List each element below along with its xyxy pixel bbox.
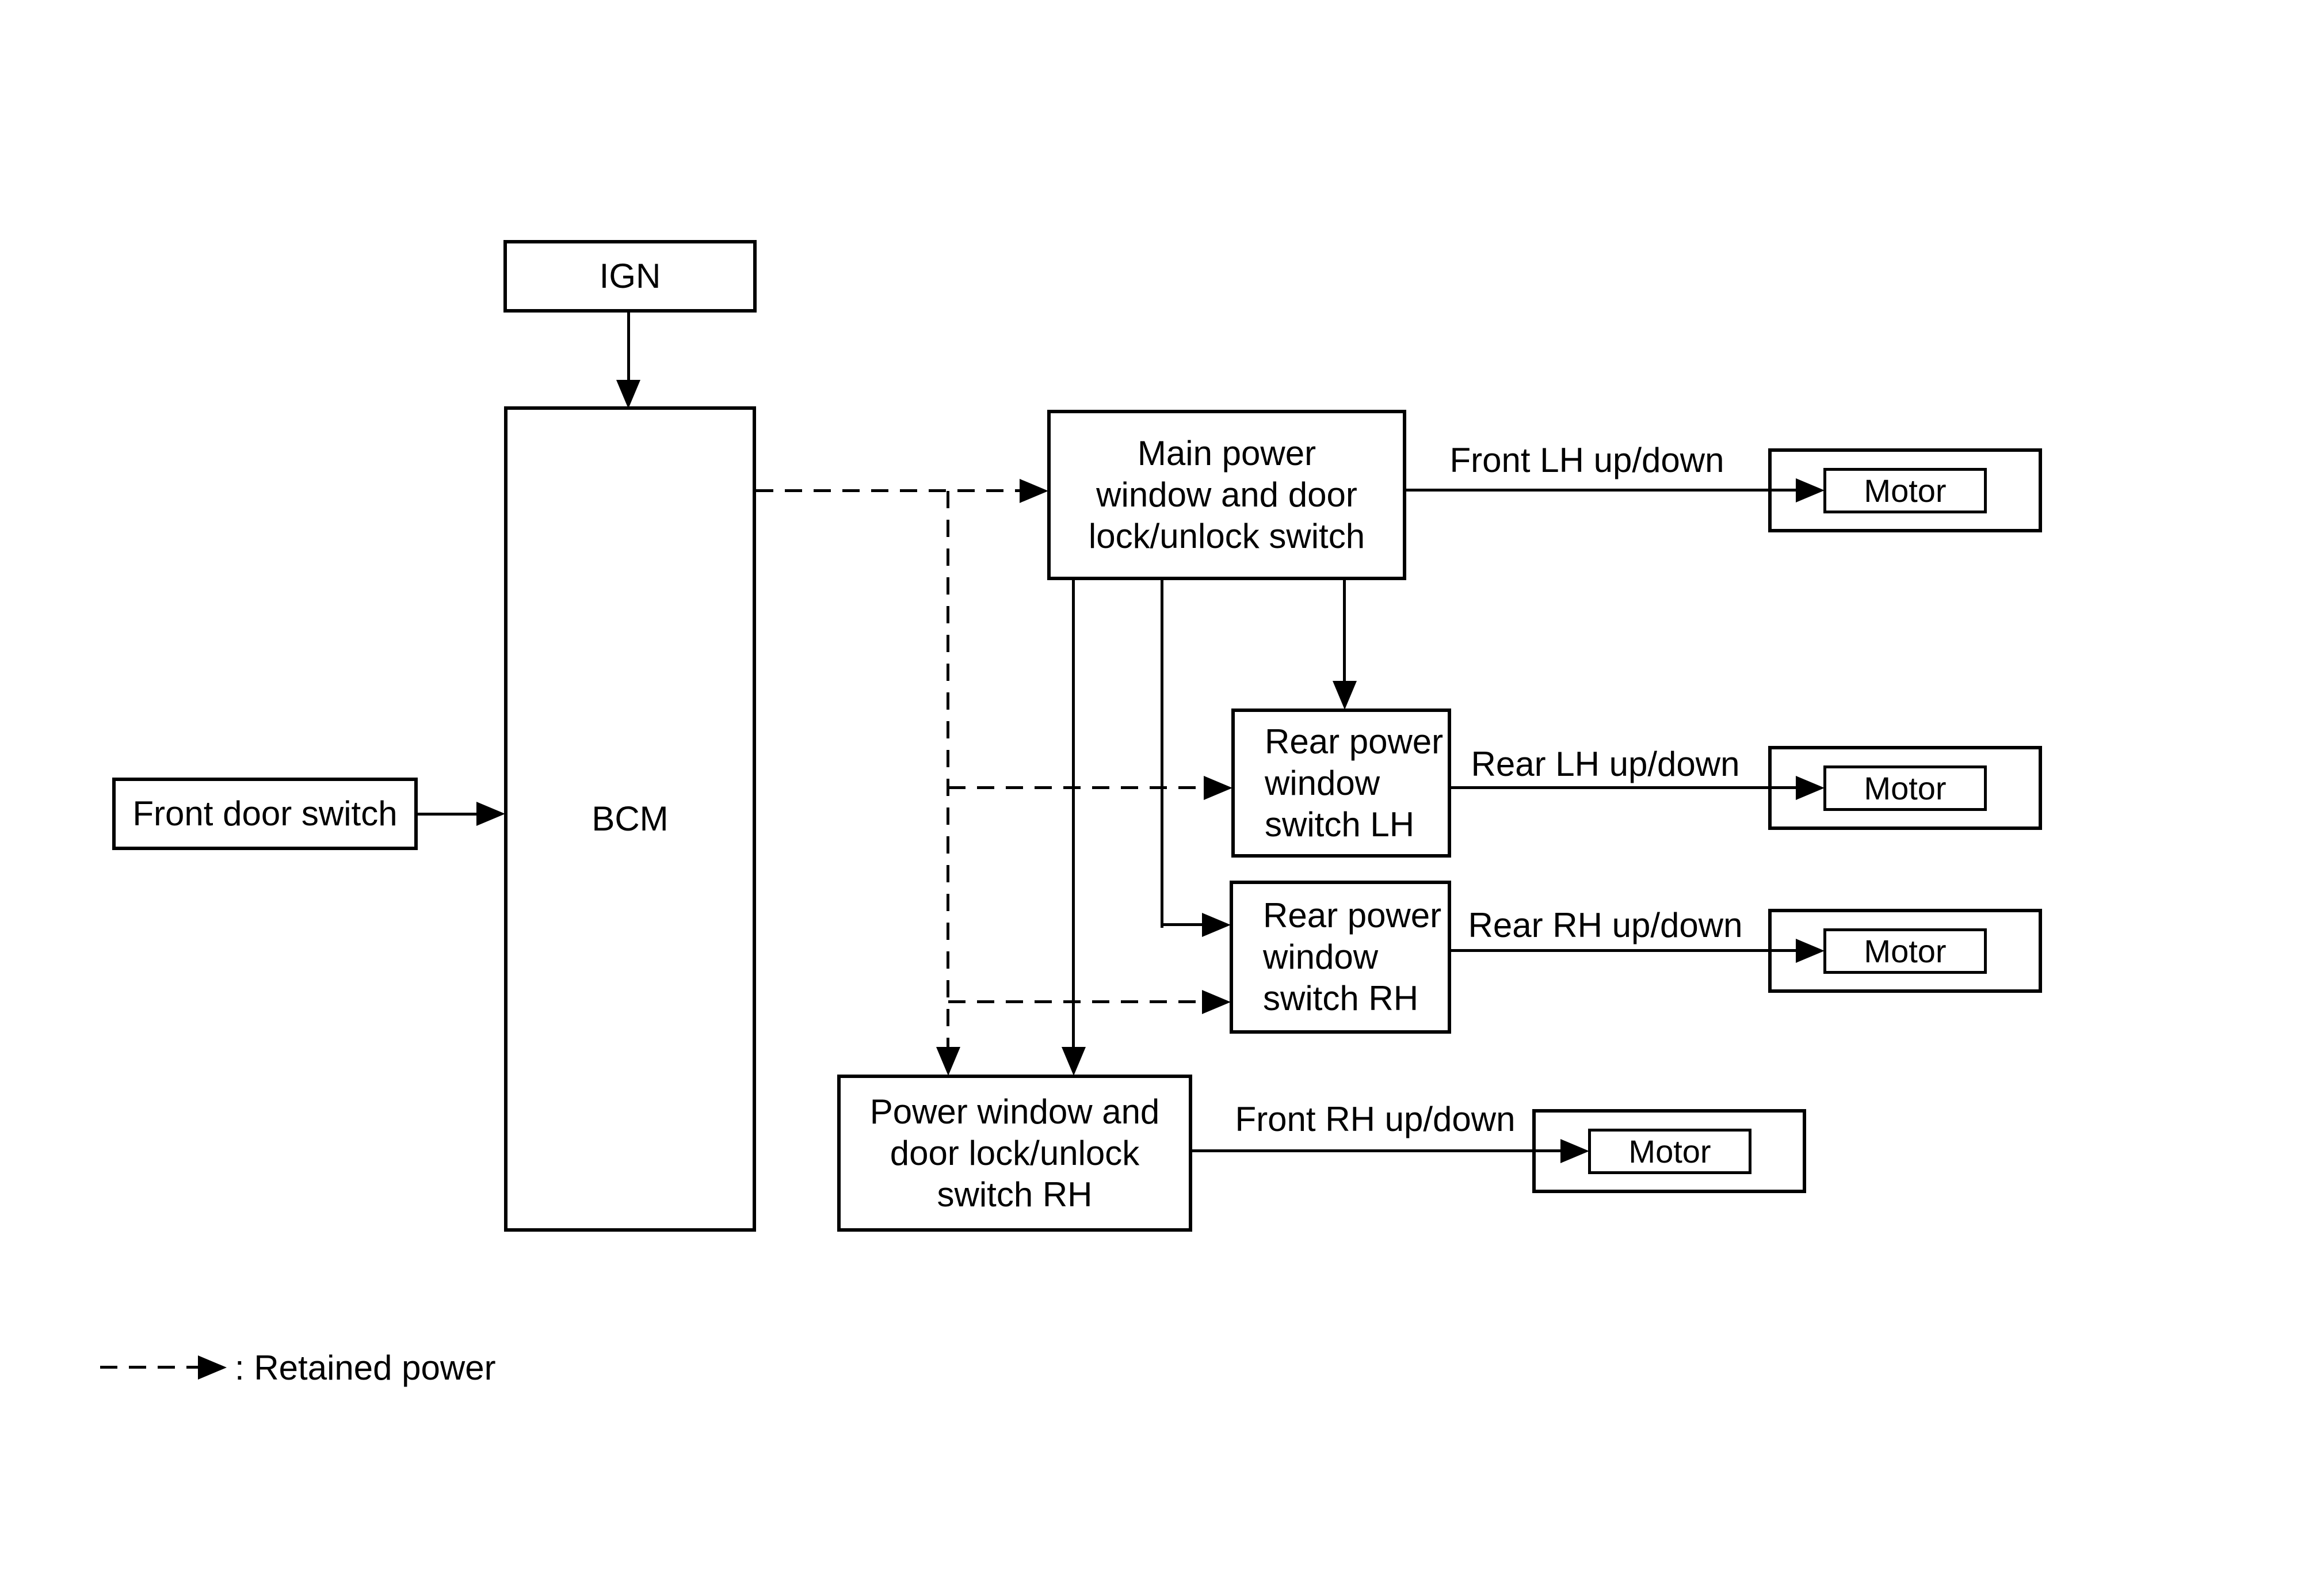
node-rear-switch-rh: Rear power window switch RH (1230, 881, 1451, 1034)
motor-front-rh: Motor (1588, 1129, 1751, 1174)
node-front-door-switch-label: Front door switch (132, 794, 398, 833)
edge-main-to-rear-rh-vertical (1161, 580, 1163, 928)
motor-rear-rh: Motor (1823, 928, 1987, 974)
node-pw-switch-rh: Power window and door lock/unlock switch… (837, 1075, 1192, 1232)
motor-rear-rh-label: Motor (1864, 932, 1947, 969)
motor-front-lh: Motor (1823, 468, 1987, 513)
legend-arrowhead-icon (198, 1355, 227, 1380)
edge-front-door-to-bcm-arrowhead-icon (476, 802, 505, 826)
edge-main-to-motor-front-lh (1406, 489, 1796, 492)
node-pw-switch-rh-label: Power window and door lock/unlock switch… (869, 1092, 1160, 1214)
motor-front-rh-label: Motor (1628, 1133, 1711, 1170)
node-bcm-label: BCM (592, 799, 669, 838)
edge-retained-to-rear-lh-arrowhead-icon (1204, 776, 1232, 800)
edge-pw-rh-to-motor-arrowhead-icon (1560, 1139, 1589, 1163)
edge-retained-trunk-dashed (947, 491, 949, 1047)
edge-rear-rh-to-motor (1449, 949, 1796, 952)
edge-bcm-to-main-arrowhead-icon (1020, 479, 1048, 503)
edge-main-to-rear-rh-arrowhead-icon (1202, 913, 1231, 937)
edge-label-front-rh: Front RH up/down (1235, 1100, 1516, 1138)
edge-label-rear-rh: Rear RH up/down (1468, 906, 1743, 944)
edge-main-to-motor-front-lh-arrowhead-icon (1796, 478, 1825, 502)
node-ign-label: IGN (599, 257, 661, 295)
edge-retained-to-rear-rh-arrowhead-icon (1202, 990, 1231, 1014)
node-rear-switch-lh-label: Rear power window switch LH (1265, 722, 1444, 844)
node-bcm: BCM (504, 406, 756, 1232)
edge-rear-lh-to-motor (1449, 786, 1796, 789)
edge-ign-to-bcm (627, 313, 630, 380)
edge-main-to-pw-rh-arrowhead-icon (1062, 1047, 1086, 1076)
node-rear-switch-rh-label: Rear power window switch RH (1263, 896, 1442, 1018)
node-front-door-switch: Front door switch (112, 778, 418, 850)
edge-retained-to-rear-rh-dashed (948, 1000, 1202, 1003)
node-ign: IGN (503, 240, 757, 313)
legend-text: : Retained power (235, 1349, 496, 1387)
edge-rear-lh-to-motor-arrowhead-icon (1796, 776, 1825, 800)
edge-main-to-rear-lh (1343, 580, 1346, 681)
edge-ign-to-bcm-arrowhead-icon (616, 380, 640, 409)
motor-rear-lh-label: Motor (1864, 770, 1947, 806)
node-main-switch: Main power window and door lock/unlock s… (1047, 410, 1406, 580)
motor-front-lh-label: Motor (1864, 472, 1947, 509)
edge-bcm-to-main-dashed (756, 489, 1020, 492)
edge-retained-to-pw-rh-arrowhead-icon (936, 1047, 960, 1076)
node-main-switch-label: Main power window and door lock/unlock s… (1088, 434, 1365, 555)
edge-pw-rh-to-motor (1191, 1149, 1560, 1152)
edge-front-door-to-bcm (418, 813, 476, 816)
edge-label-front-lh: Front LH up/down (1449, 441, 1724, 479)
edge-label-rear-lh: Rear LH up/down (1471, 745, 1740, 783)
edge-main-to-pw-rh (1072, 580, 1075, 1047)
edge-main-to-rear-rh-horizontal (1161, 923, 1202, 926)
node-rear-switch-lh: Rear power window switch LH (1231, 708, 1451, 858)
edge-rear-rh-to-motor-arrowhead-icon (1796, 939, 1825, 963)
edge-retained-to-rear-lh-dashed (948, 786, 1204, 789)
edge-main-to-rear-lh-arrowhead-icon (1333, 681, 1357, 710)
motor-rear-lh: Motor (1823, 765, 1987, 811)
legend-dashed-line (100, 1366, 198, 1369)
